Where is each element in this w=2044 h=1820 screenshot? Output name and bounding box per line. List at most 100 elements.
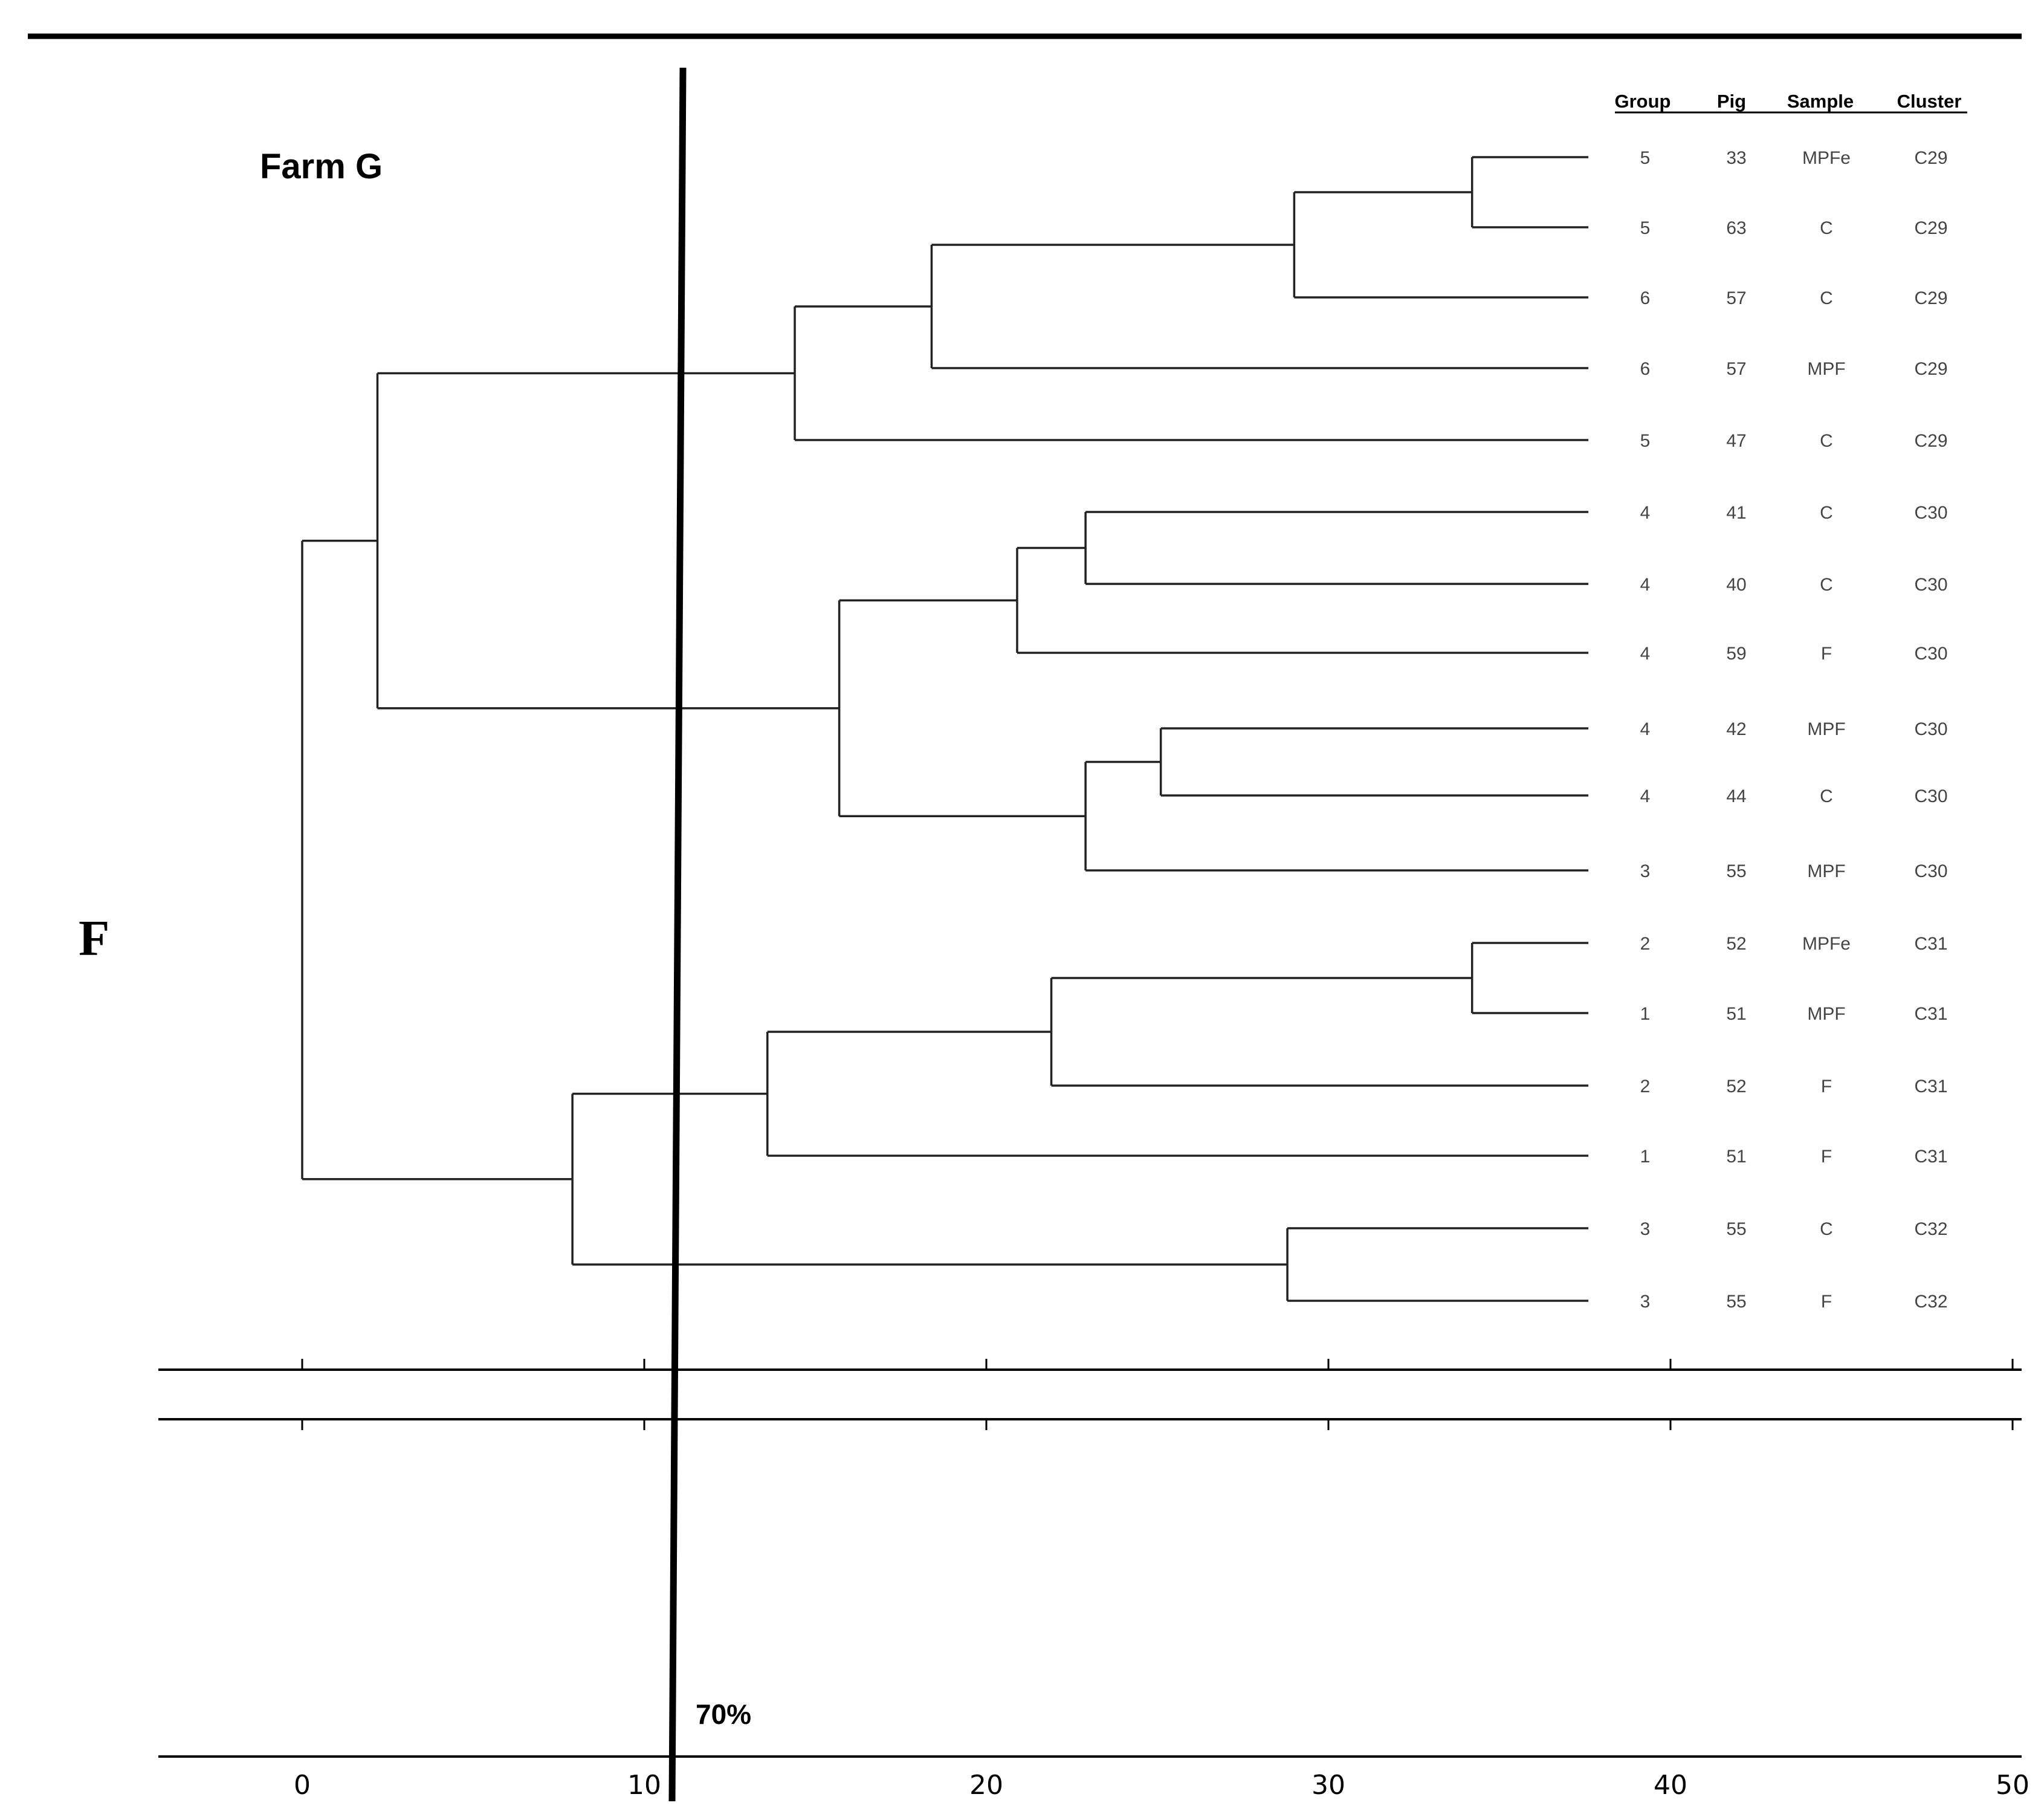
leaf-row: 3 55 MPF C30: [1640, 861, 1948, 881]
axis-tick-label: 50: [1996, 1770, 2029, 1801]
leaf-cluster: C29: [1914, 148, 1947, 168]
leaf-group: 4: [1640, 575, 1651, 595]
leaf-cluster: C30: [1914, 719, 1947, 739]
leaf-cluster: C30: [1914, 861, 1947, 881]
leaf-pig: 55: [1726, 1292, 1746, 1312]
leaf-group: 2: [1640, 934, 1651, 954]
header-sample: Sample: [1787, 91, 1854, 112]
leaf-row: 1 51 F C31: [1640, 1147, 1948, 1167]
dendrogram-tree: [301, 156, 1589, 1302]
axis-tick-label: 20: [969, 1770, 1003, 1801]
leaf-pig: 44: [1726, 786, 1746, 806]
table-header: Group Pig Sample Cluster: [1615, 91, 1967, 114]
leaf-sample: C: [1820, 1219, 1833, 1239]
leaf-group: 5: [1640, 148, 1651, 168]
figure-title: Farm G: [260, 147, 383, 186]
leaf-pig: 51: [1726, 1004, 1746, 1024]
leaf-cluster: C31: [1914, 1147, 1947, 1167]
leaf-sample: C: [1820, 575, 1833, 595]
leaf-sample: MPF: [1807, 359, 1845, 379]
leaf-sample: F: [1821, 1292, 1832, 1312]
leaf-cluster: C29: [1914, 431, 1947, 451]
leaf-row: 3 55 F C32: [1640, 1292, 1948, 1312]
leaf-sample: C: [1820, 288, 1833, 308]
leaf-group: 3: [1640, 1219, 1651, 1239]
leaf-pig: 51: [1726, 1147, 1746, 1167]
leaf-cluster: C30: [1914, 644, 1947, 664]
leaf-pig: 41: [1726, 503, 1746, 523]
scale-bars: 0 10 20 30 40 50: [158, 1359, 2029, 1801]
leaf-row: 2 52 F C31: [1640, 1077, 1948, 1096]
leaf-sample: F: [1821, 1147, 1832, 1167]
leaf-sample: C: [1820, 786, 1833, 806]
leaf-cluster: C31: [1914, 1077, 1947, 1096]
leaf-pig: 47: [1726, 431, 1746, 451]
leaf-cluster: C29: [1914, 218, 1947, 238]
leaf-cluster: C30: [1914, 575, 1947, 595]
leaf-pig: 42: [1726, 719, 1746, 739]
leaf-pig: 55: [1726, 861, 1746, 881]
axis-tick-label: 30: [1311, 1770, 1345, 1801]
leaf-cluster: C29: [1914, 288, 1947, 308]
leaf-pig: 59: [1726, 644, 1746, 664]
leaf-pig: 52: [1726, 1077, 1746, 1096]
leaf-group: 1: [1640, 1004, 1651, 1024]
leaf-group: 3: [1640, 1292, 1651, 1312]
leaf-pig: 55: [1726, 1219, 1746, 1239]
leaf-row: 5 47 C C29: [1640, 431, 1948, 451]
leaf-cluster: C31: [1914, 1004, 1947, 1024]
leaf-sample: F: [1821, 644, 1832, 664]
leaf-sample: F: [1821, 1077, 1832, 1096]
leaf-sample: C: [1820, 431, 1833, 451]
leaf-pig: 57: [1726, 359, 1746, 379]
leaf-row: 4 40 C C30: [1640, 575, 1948, 595]
leaf-group: 6: [1640, 288, 1651, 308]
leaf-group: 4: [1640, 719, 1651, 739]
leaf-cluster: C31: [1914, 934, 1947, 954]
cutoff-label: 70%: [696, 1699, 751, 1730]
leaf-group: 4: [1640, 503, 1651, 523]
header-pig: Pig: [1717, 91, 1746, 112]
leaf-pig: 40: [1726, 575, 1746, 595]
leaf-cluster: C32: [1914, 1219, 1947, 1239]
leaf-row: 6 57 C C29: [1640, 288, 1948, 308]
leaf-row: 4 59 F C30: [1640, 644, 1948, 664]
leaf-sample: C: [1820, 503, 1833, 523]
leaf-group: 5: [1640, 218, 1651, 238]
cutoff-line: [668, 67, 687, 1802]
axis-tick-label: 10: [627, 1770, 661, 1801]
leaf-sample: C: [1820, 218, 1833, 238]
leaf-row: 5 63 C C29: [1640, 218, 1948, 238]
leaf-cluster: C30: [1914, 786, 1947, 806]
leaf-group: 5: [1640, 431, 1651, 451]
leaf-group: 3: [1640, 861, 1651, 881]
leaf-row: 1 51 MPF C31: [1640, 1004, 1948, 1024]
leaf-pig: 57: [1726, 288, 1746, 308]
leaf-group: 2: [1640, 1077, 1651, 1096]
panel-label: F: [79, 910, 109, 967]
leaf-sample: MPF: [1807, 1004, 1845, 1024]
header-group: Group: [1615, 91, 1671, 112]
leaf-group: 4: [1640, 644, 1651, 664]
leaf-pig: 52: [1726, 934, 1746, 954]
axis-tick-label: 40: [1654, 1770, 1687, 1801]
leaf-row: 4 41 C C30: [1640, 503, 1948, 523]
leaf-cluster: C30: [1914, 503, 1947, 523]
leaf-pig: 63: [1726, 218, 1746, 238]
axis-ticks: 0 10 20 30 40 50: [294, 1359, 2029, 1801]
leaf-group: 1: [1640, 1147, 1651, 1167]
leaf-pig: 33: [1726, 148, 1746, 168]
axis-tick-label: 0: [294, 1770, 311, 1801]
header-cluster: Cluster: [1897, 91, 1962, 112]
leaf-sample: MPF: [1807, 861, 1845, 881]
leaf-row: 3 55 C C32: [1640, 1219, 1948, 1239]
leaf-group: 6: [1640, 359, 1651, 379]
leaf-cluster: C32: [1914, 1292, 1947, 1312]
